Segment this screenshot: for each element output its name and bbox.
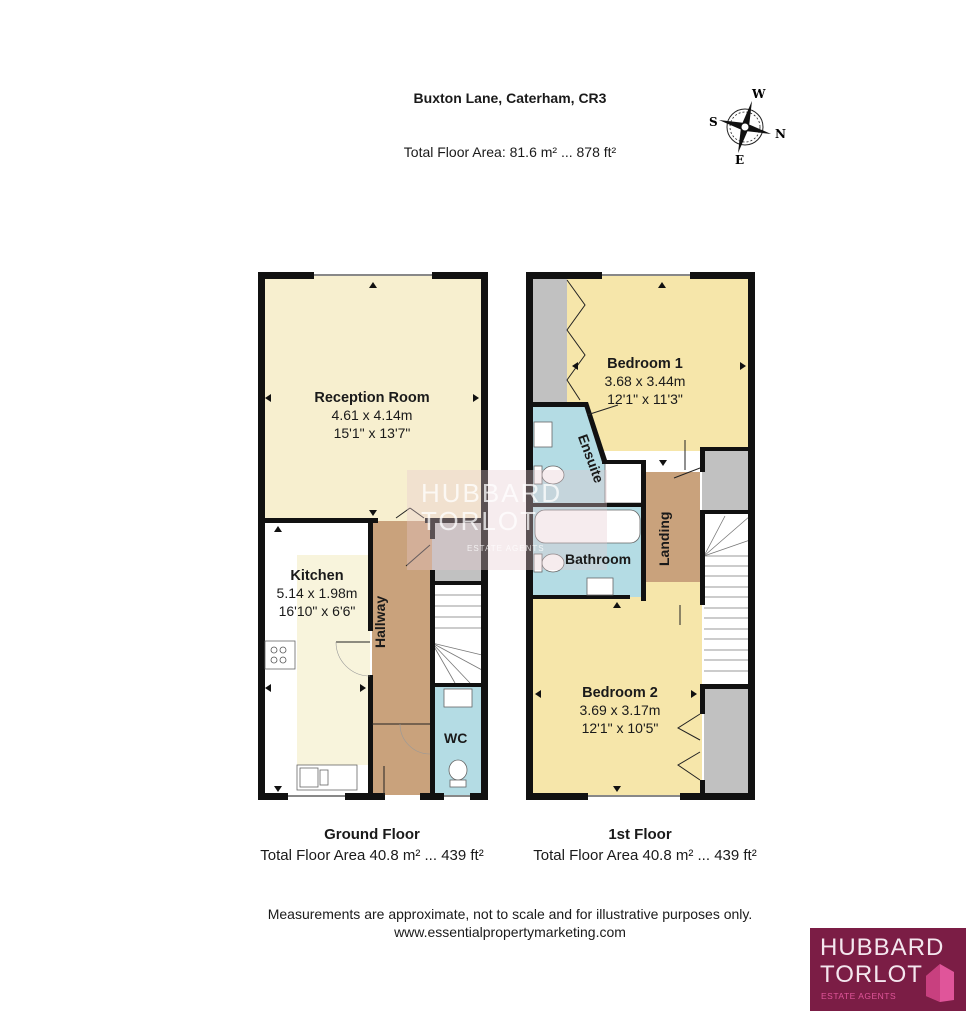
disclaimer: Measurements are approximate, not to sca…	[160, 905, 860, 941]
house-icon	[926, 964, 954, 1002]
ground-floor-plan	[258, 272, 488, 800]
bedroom-2-floor	[530, 597, 702, 795]
wardrobe-2	[704, 688, 750, 795]
disclaimer-text: Measurements are approximate, not to sca…	[267, 906, 753, 922]
shower-icon	[604, 461, 643, 504]
compass-icon: W S N E	[700, 82, 790, 172]
compass-w-label: W	[751, 87, 766, 101]
bathroom-basin-icon	[586, 577, 614, 596]
hallway-label: Hallway	[372, 595, 388, 648]
kitchen-sink-icon	[296, 764, 358, 791]
wc-basin-icon	[443, 688, 473, 708]
reception-room-label: Reception Room 4.61 x 4.14m 15'1" x 13'7…	[314, 390, 430, 441]
first-floor-title: 1st Floor	[608, 826, 672, 843]
landing-label: Landing	[656, 511, 672, 566]
brand-logo: HUBBARD TORLOT ESTATE AGENTS	[810, 928, 966, 1011]
compass-n-label: N	[775, 127, 786, 141]
logo-tagline: ESTATE AGENTS	[821, 991, 897, 1001]
first-floor-plan	[526, 272, 755, 800]
bedroom-1-label: Bedroom 1 3.68 x 3.44m 12'1" x 11'3"	[604, 356, 686, 407]
logo-line-2: TORLOT	[820, 961, 923, 988]
hallway-floor	[372, 521, 432, 795]
bathroom-label: Bathroom	[565, 551, 632, 567]
compass-s-label: S	[709, 115, 718, 129]
ensuite-basin-icon	[533, 421, 553, 448]
toilet-icon	[448, 759, 468, 781]
logo-line-1: HUBBARD	[820, 934, 945, 961]
wardrobe-1	[530, 276, 567, 404]
wc-label: WC	[444, 730, 468, 746]
kitchen-label: Kitchen 5.14 x 1.98m 16'10" x 6'6"	[276, 568, 358, 619]
hob-icon	[264, 640, 296, 670]
bedroom-2-label: Bedroom 2 3.69 x 3.17m 12'1" x 10'5"	[579, 685, 661, 736]
property-address: Buxton Lane, Caterham, CR3	[413, 90, 607, 106]
ground-floor-area: Total Floor Area 40.8 m² ... 439 ft²	[260, 847, 484, 864]
total-floor-area: Total Floor Area: 81.6 m² ... 878 ft²	[403, 144, 617, 160]
bath-icon	[534, 509, 641, 544]
first-floor-area: Total Floor Area 40.8 m² ... 439 ft²	[533, 847, 757, 864]
landing-floor	[645, 472, 700, 582]
reception-room-floor	[262, 276, 482, 521]
watermark-logo: HUBBARD TORLOT ESTATE AGENTS	[407, 470, 607, 570]
ground-floor-title: Ground Floor	[324, 826, 420, 843]
compass-e-label: E	[735, 153, 744, 167]
website-link[interactable]: www.essentialpropertymarketing.com	[394, 924, 626, 941]
kitchen-floor	[297, 555, 370, 765]
